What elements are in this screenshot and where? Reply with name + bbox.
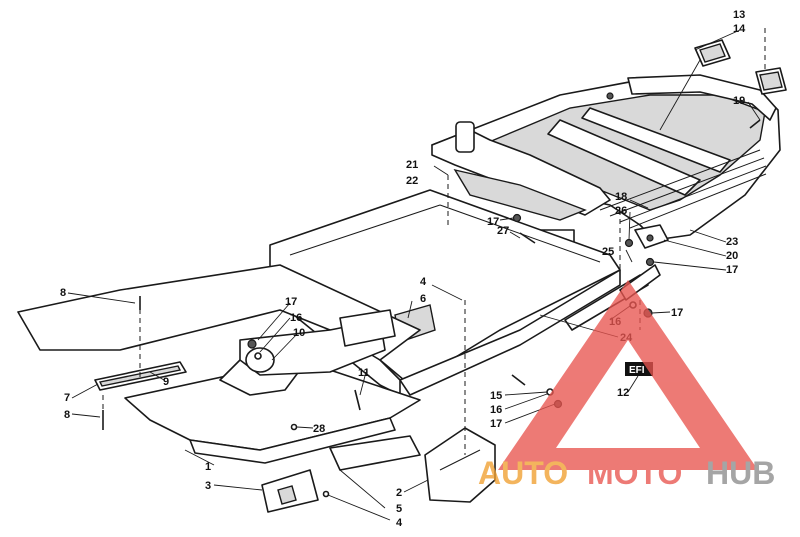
efi-decal-text: EFI: [629, 365, 645, 376]
callout-labels: 13 14 19 21 22 17 27 18 26 23 20 17 25 8…: [60, 9, 746, 529]
callout-16-lower: 16: [490, 404, 502, 416]
callout-2: 2: [396, 487, 402, 499]
callout-11: 11: [358, 367, 370, 379]
muffler-bracket: [219, 309, 396, 396]
watermark-moto: MOTO: [587, 455, 682, 491]
callout-17-right: 17: [726, 264, 738, 276]
callout-13: 13: [733, 9, 745, 21]
callout-12: 12: [617, 387, 629, 399]
callout-22: 22: [406, 175, 418, 187]
rear-panel-plate: [17, 264, 421, 464]
callout-14: 14: [733, 23, 746, 35]
callout-6: 6: [420, 293, 426, 305]
callout-21: 21: [406, 159, 418, 171]
callout-8-lower: 8: [64, 409, 70, 421]
callout-10: 10: [293, 327, 305, 339]
callout-4-lower: 4: [396, 517, 403, 529]
watermark-auto: AUTO: [478, 455, 568, 491]
callout-18: 18: [615, 191, 627, 203]
leader-lines: [67, 29, 761, 521]
callout-16-center: 16: [290, 312, 302, 324]
callout-3: 3: [205, 480, 211, 492]
callout-19: 19: [733, 95, 745, 107]
lower-brackets: [261, 427, 496, 513]
watermark: AUTO MOTO HUB: [478, 280, 775, 491]
callout-8-upper: 8: [60, 287, 66, 299]
callout-17-upper: 17: [487, 216, 499, 228]
callout-20: 20: [726, 250, 738, 262]
callout-23: 23: [726, 236, 738, 248]
rear-bumper-rack: [431, 74, 781, 249]
callout-25: 25: [602, 246, 614, 258]
callout-4-upper: 4: [420, 276, 427, 288]
callout-7: 7: [64, 392, 70, 404]
callout-1: 1: [205, 461, 211, 473]
callout-9: 9: [163, 376, 169, 388]
watermark-hub: HUB: [706, 455, 775, 491]
callout-17-right-lower: 17: [671, 307, 683, 319]
callout-15: 15: [490, 390, 502, 402]
callout-26: 26: [615, 205, 627, 217]
callout-5: 5: [396, 503, 402, 515]
callout-27: 27: [497, 225, 509, 237]
watermark-triangle: [498, 280, 758, 470]
callout-28: 28: [313, 423, 325, 435]
callout-17-center: 17: [285, 296, 297, 308]
callout-17-lower: 17: [490, 418, 502, 430]
